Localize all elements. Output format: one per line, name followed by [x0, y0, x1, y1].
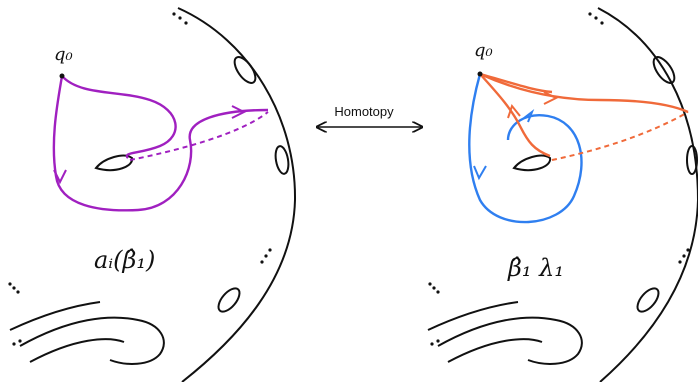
left-inner-hole [94, 154, 134, 172]
left-surface-boundary [177, 7, 297, 382]
right-handle-1 [652, 56, 676, 84]
right-basepoint-dot [477, 71, 483, 77]
right-panel: q₀ β̂₁ λ₁ [427, 7, 698, 382]
right-blue-arrow-up [523, 109, 535, 123]
left-purple-loop [52, 75, 269, 212]
right-path-label: β̂₁ λ₁ [507, 254, 564, 282]
right-boundary-dots-top [588, 12, 604, 25]
right-basepoint-label: q₀ [474, 40, 493, 61]
right-tube-dots [428, 282, 440, 346]
right-handle-3 [636, 287, 660, 313]
left-tube [9, 301, 165, 365]
right-blue-arrow-down [473, 165, 487, 181]
left-handle-3 [217, 287, 241, 313]
right-blue-loop [468, 73, 583, 224]
right-boundary-dots-mid [678, 248, 690, 264]
left-path-label: aᵢ(β̂₁) [94, 246, 155, 274]
right-handle-2 [686, 145, 698, 175]
right-orange-back [479, 72, 553, 94]
right-inner-hole [512, 154, 552, 172]
homotopy-label: Homotopy [334, 104, 394, 119]
right-orange-arrow-right [543, 91, 559, 105]
left-purple-upper [61, 75, 177, 159]
left-boundary-dots-mid [260, 248, 272, 264]
right-orange-dashed [551, 111, 689, 161]
left-handle-2 [274, 145, 290, 175]
left-basepoint-dot [59, 73, 65, 79]
right-orange-mid [479, 73, 551, 158]
right-tube [427, 301, 583, 365]
left-handle-1 [233, 56, 257, 84]
left-basepoint-label: q₀ [54, 44, 73, 65]
left-tube-dots [8, 282, 22, 346]
left-boundary-dots-top [172, 12, 188, 25]
left-purple-arrow-down [53, 169, 67, 185]
left-purple-dashed [129, 111, 269, 161]
right-surface-boundary [597, 7, 698, 382]
right-orange-arrow-up [507, 103, 521, 119]
left-panel: q₀ aᵢ(β̂₁) [8, 7, 297, 382]
left-purple-arrow-right [231, 105, 247, 119]
right-orange-upper [479, 72, 689, 114]
